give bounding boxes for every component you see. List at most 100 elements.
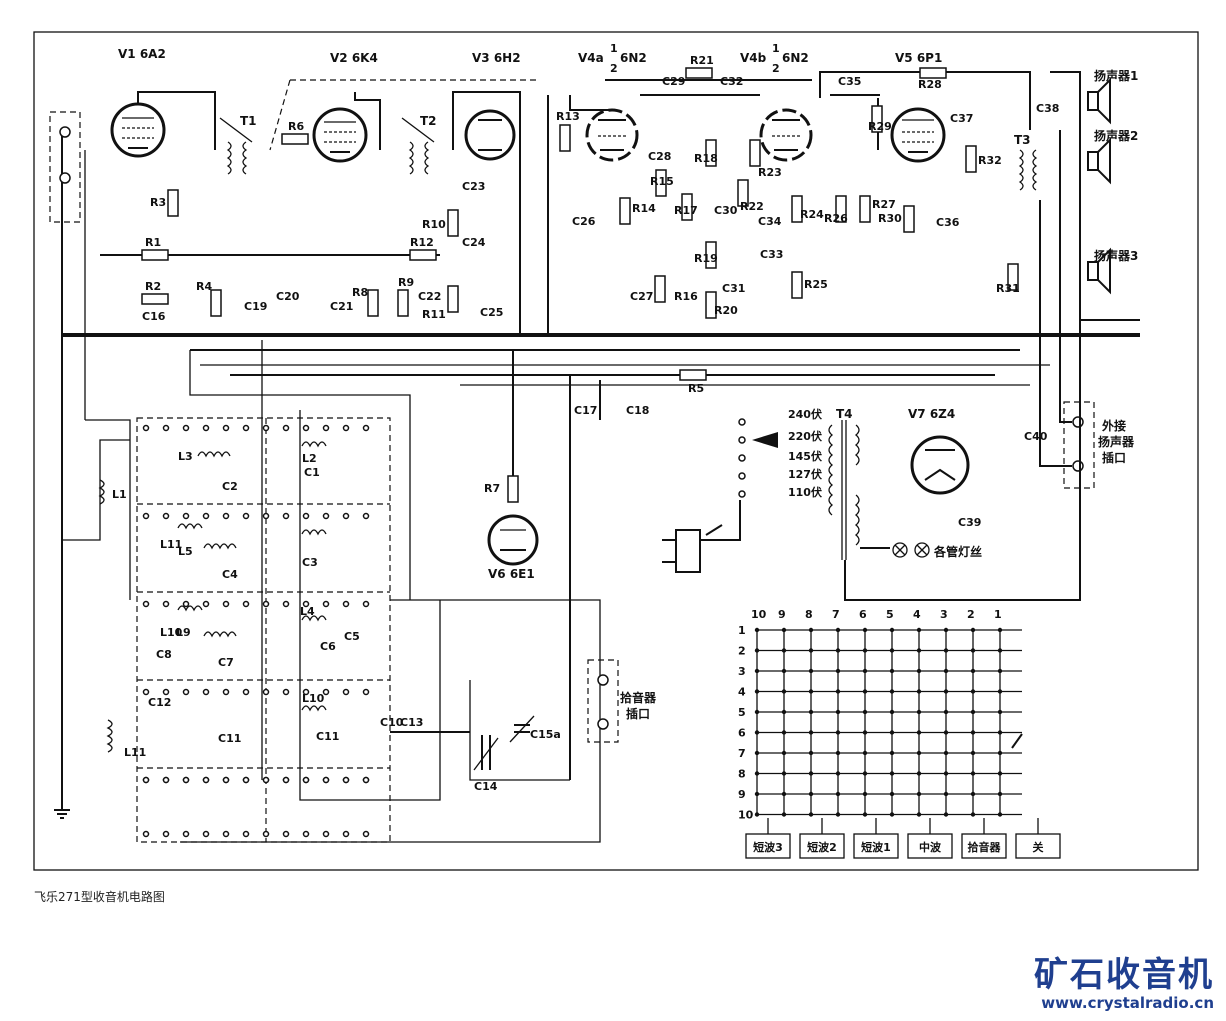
label-r9: R9 bbox=[398, 276, 414, 289]
switch-contact bbox=[342, 830, 350, 838]
label-c40: C40 bbox=[1024, 430, 1048, 443]
switch-contact bbox=[282, 424, 290, 432]
switch-contact bbox=[182, 424, 190, 432]
switch-contact bbox=[242, 688, 250, 696]
speaker-return-wire bbox=[1050, 71, 1140, 321]
switch-contact bbox=[262, 688, 270, 696]
label-r16: R16 bbox=[674, 290, 698, 303]
coil-l1 bbox=[98, 479, 105, 505]
matrix-col-label: 8 bbox=[805, 608, 813, 621]
matrix-node bbox=[835, 627, 841, 633]
switch-contact bbox=[322, 776, 330, 784]
matrix-row-label: 2 bbox=[738, 645, 746, 658]
tube-type-v4b: 6N2 bbox=[782, 51, 809, 65]
variable-capacitor-c15b[interactable] bbox=[509, 715, 535, 743]
matrix-node bbox=[943, 627, 949, 633]
switch-contact bbox=[282, 830, 290, 838]
label-r18: R18 bbox=[694, 152, 718, 165]
matrix-node bbox=[970, 648, 976, 653]
switch-contact bbox=[302, 830, 310, 838]
label-l9: L10 bbox=[160, 626, 183, 639]
off-switch-icon bbox=[1011, 733, 1023, 749]
switch-contact bbox=[142, 512, 150, 520]
v1-plate-wire bbox=[137, 91, 216, 150]
switch-contact bbox=[162, 512, 170, 520]
voltage-selector[interactable] bbox=[738, 418, 778, 498]
lamp-icons bbox=[892, 542, 930, 558]
switch-contact bbox=[302, 776, 310, 784]
resistor-r29 bbox=[871, 105, 883, 133]
resistor-r9 bbox=[397, 289, 409, 317]
matrix-node bbox=[997, 812, 1003, 817]
variable-capacitor-c15a[interactable] bbox=[473, 735, 499, 771]
resistor-r2 bbox=[141, 293, 169, 305]
tube-v2 bbox=[312, 107, 368, 163]
tube-label-v4b: V4b bbox=[740, 51, 767, 65]
label-c19: C19 bbox=[244, 300, 267, 313]
switch-contact bbox=[362, 424, 370, 432]
matrix-node bbox=[943, 791, 949, 797]
label-r8: R8 bbox=[352, 286, 368, 299]
switch-contact bbox=[322, 424, 330, 432]
switch-contact bbox=[282, 600, 290, 608]
label-r28: R28 bbox=[918, 78, 942, 91]
matrix-node bbox=[943, 771, 949, 776]
switch-contact bbox=[142, 776, 150, 784]
pickup-terminal-2 bbox=[597, 718, 609, 730]
label-c2: C2 bbox=[222, 480, 238, 493]
matrix-node bbox=[889, 730, 895, 735]
switch-contact bbox=[182, 688, 190, 696]
switch-contact bbox=[242, 776, 250, 784]
matrix-node bbox=[835, 689, 841, 694]
switch-contact bbox=[282, 512, 290, 520]
matrix-node bbox=[781, 791, 787, 797]
pickup-label-1: 拾音器 bbox=[620, 690, 657, 705]
matrix-node bbox=[808, 791, 814, 797]
label-c37: C37 bbox=[950, 112, 973, 125]
label-r29: R29 bbox=[868, 120, 892, 133]
matrix-node bbox=[808, 668, 814, 674]
switch-contact bbox=[342, 512, 350, 520]
matrix-node bbox=[970, 627, 976, 633]
tap-240: 240伏 bbox=[788, 407, 822, 421]
matrix-node bbox=[781, 689, 787, 694]
mode-label: 短波3 bbox=[753, 840, 783, 854]
switch-contact bbox=[202, 512, 210, 520]
label-l10: L10 bbox=[302, 692, 325, 705]
switch-contact bbox=[182, 600, 190, 608]
switch-contact bbox=[182, 776, 190, 784]
switch-contact bbox=[262, 830, 270, 838]
matrix-node bbox=[862, 689, 868, 694]
switch-contact bbox=[162, 424, 170, 432]
lamp-label: 各管灯丝 bbox=[933, 544, 982, 559]
ext-speaker-label-1: 外接 bbox=[1102, 418, 1126, 433]
label-c32: C32 bbox=[720, 75, 743, 88]
resistor-r19 bbox=[705, 241, 717, 269]
switch-contact bbox=[242, 830, 250, 838]
label-l4: L4 bbox=[300, 605, 315, 618]
matrix-node bbox=[916, 791, 922, 797]
matrix-node bbox=[970, 668, 976, 674]
ext-speaker-label-2: 扬声器 bbox=[1098, 434, 1135, 449]
tube-v4a bbox=[585, 108, 639, 162]
matrix-node bbox=[916, 627, 922, 633]
tube-v1 bbox=[110, 102, 166, 158]
tube-frac-num-b: 1 bbox=[772, 42, 780, 55]
resistor-r11 bbox=[447, 285, 459, 313]
switch-contact bbox=[342, 688, 350, 696]
matrix-node bbox=[943, 668, 949, 674]
matrix-node bbox=[862, 709, 868, 715]
label-r12: R12 bbox=[410, 236, 434, 249]
matrix-node bbox=[997, 709, 1003, 715]
matrix-node bbox=[862, 627, 868, 633]
matrix-node bbox=[889, 812, 895, 817]
matrix-node bbox=[970, 709, 976, 715]
switch-contact bbox=[362, 830, 370, 838]
coil-l10 bbox=[301, 705, 327, 712]
mode-label: 关 bbox=[1033, 840, 1044, 854]
matrix-node bbox=[997, 791, 1003, 797]
matrix-row-label: 4 bbox=[738, 686, 746, 699]
speaker-3-icon bbox=[1087, 247, 1111, 295]
